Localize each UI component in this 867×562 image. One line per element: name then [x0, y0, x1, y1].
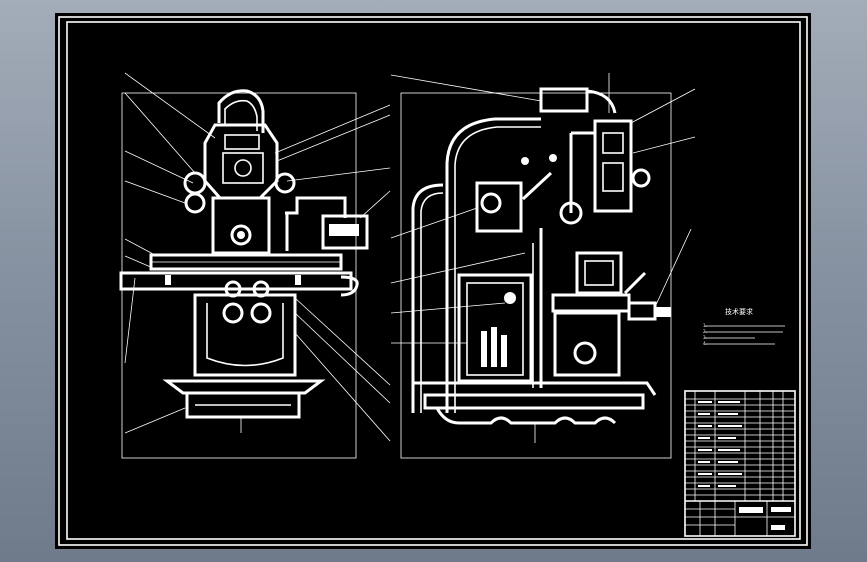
motor-box — [321, 214, 369, 250]
side-view — [390, 73, 696, 459]
electrical-cabinet — [457, 273, 533, 383]
spindle-head — [203, 123, 279, 200]
note-line-2: 2. — [703, 329, 707, 334]
side-view-boundary — [400, 92, 672, 459]
front-view — [119, 72, 391, 459]
technical-notes: 技术要求 1. 2. 3. 4. — [703, 307, 785, 346]
base-top — [162, 379, 326, 395]
feed-motor — [575, 251, 623, 295]
head-arch — [217, 89, 265, 133]
leader-lines-front — [124, 72, 391, 442]
column-upper — [211, 196, 271, 255]
parts-list-entries — [698, 401, 742, 487]
vertical-head — [593, 119, 633, 213]
side-base — [423, 393, 645, 410]
note-line-1: 1. — [703, 323, 707, 328]
handwheel-left — [183, 171, 207, 195]
title-block-frame — [684, 390, 796, 537]
front-view-boundary — [121, 92, 357, 459]
parts-list-grid — [685, 391, 795, 501]
gearbox — [475, 181, 523, 233]
base — [185, 391, 301, 419]
knee — [193, 293, 297, 377]
inner-frame — [66, 21, 801, 540]
rear-housing — [411, 183, 444, 413]
leader-lines-side — [390, 73, 696, 344]
saddle — [119, 271, 353, 291]
title-block — [684, 390, 796, 537]
knee-side — [553, 311, 621, 377]
notes-title: 技术要求 — [725, 307, 753, 316]
note-line-4: 4. — [703, 341, 707, 346]
note-line-3: 3. — [703, 335, 707, 340]
outer-frame — [58, 16, 808, 546]
drawing-sheet: 技术要求 1. 2. 3. 4. — [55, 13, 811, 549]
handwheel-right — [274, 172, 296, 194]
column-outline — [445, 117, 541, 413]
overarm — [539, 87, 589, 113]
drawing-canvas: 技术要求 1. 2. 3. 4. — [58, 16, 808, 546]
